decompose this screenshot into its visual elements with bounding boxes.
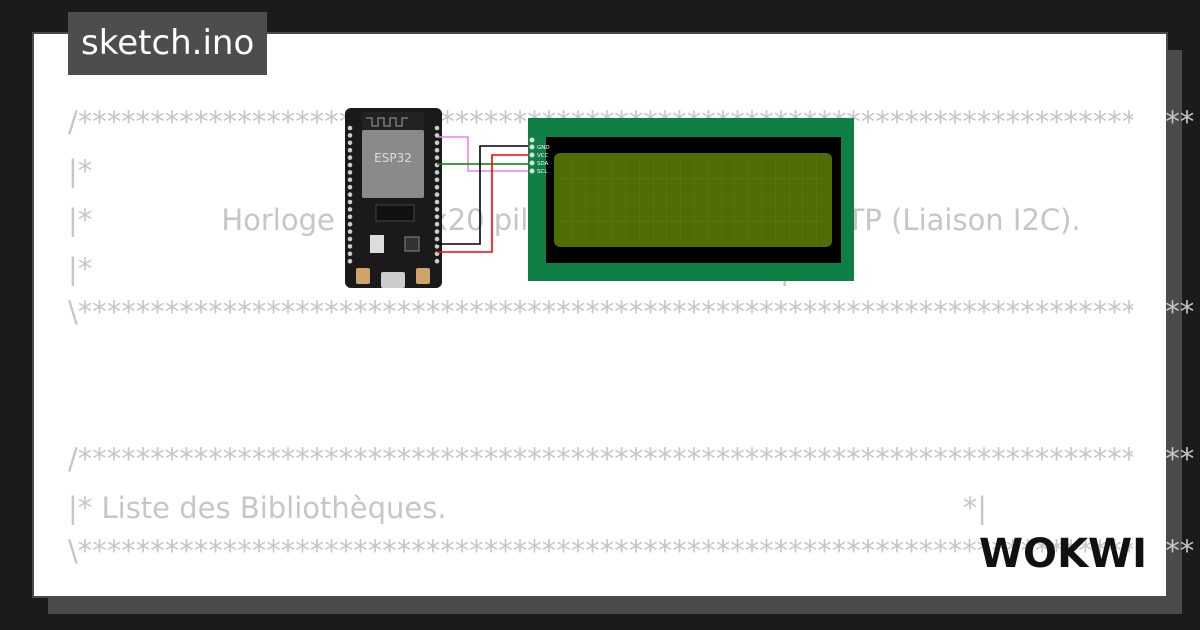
esp32-pin — [347, 251, 353, 257]
code-line-7: |* Liste des Bibliothèques. *| — [68, 491, 988, 525]
lcd-pin-sda: SDA — [537, 161, 549, 167]
code-clip — [1133, 34, 1166, 596]
wokwi-logo: WOKWI — [979, 531, 1147, 577]
esp32-pin — [434, 229, 440, 234]
esp32-pin — [347, 199, 353, 205]
esp32-pin — [434, 192, 440, 197]
esp32-board[interactable]: ESP32 — [345, 108, 442, 288]
esp32-pin — [434, 140, 440, 146]
esp32-pin — [434, 258, 440, 264]
esp32-pin — [434, 155, 440, 160]
esp32-pin — [434, 221, 440, 227]
wires — [437, 136, 536, 253]
esp32-label: ESP32 — [374, 151, 412, 165]
code-line-6: /***************************************… — [68, 442, 1195, 476]
esp32-pin — [347, 258, 353, 264]
esp32-pin — [434, 236, 440, 242]
esp32-pin — [434, 214, 440, 220]
esp32-pin — [347, 236, 353, 242]
esp32-pin — [434, 170, 440, 175]
filename-tab[interactable]: sketch.ino — [68, 12, 268, 75]
esp32-pin — [347, 140, 353, 146]
esp32-pin — [347, 184, 353, 190]
esp32-pin — [434, 184, 440, 190]
esp32-pin — [434, 207, 440, 212]
lcd-pin-header: GND VCC SDA SCL — [529, 137, 550, 175]
lcd-character-grid — [558, 157, 828, 243]
esp32-pin — [347, 155, 353, 160]
esp32-pin — [347, 207, 353, 212]
esp32-pin — [434, 147, 440, 153]
esp32-pin — [347, 177, 353, 183]
wire-gnd — [437, 145, 536, 245]
wire-scl — [437, 136, 536, 172]
lcd-pin-gnd: GND — [537, 145, 550, 151]
esp32-pin — [347, 244, 353, 249]
esp32-pin — [347, 214, 353, 220]
esp32-pin — [347, 170, 353, 175]
code-line-5: \***************************************… — [68, 295, 1195, 329]
esp32-pins-left — [347, 125, 353, 264]
lcd-display[interactable]: GND VCC SDA SCL — [528, 118, 854, 281]
esp32-pin — [434, 244, 440, 249]
esp32-pin — [347, 221, 353, 227]
code-line-8: \***************************************… — [68, 534, 1195, 568]
esp32-pin — [347, 192, 353, 197]
esp32-pin — [434, 199, 440, 205]
esp32-pin — [347, 229, 353, 234]
lcd-pin-vcc: VCC — [537, 153, 549, 159]
esp32-pin — [347, 125, 353, 131]
wokwi-logo-text: WOKWI — [979, 531, 1147, 577]
esp32-pin — [347, 147, 353, 153]
esp32-pin — [434, 125, 440, 131]
lcd-pin-scl: SCL — [537, 169, 548, 175]
esp32-pin — [347, 162, 353, 168]
wire-vcc — [437, 154, 536, 253]
esp32-pin — [434, 177, 440, 183]
esp32-pin — [347, 133, 353, 138]
